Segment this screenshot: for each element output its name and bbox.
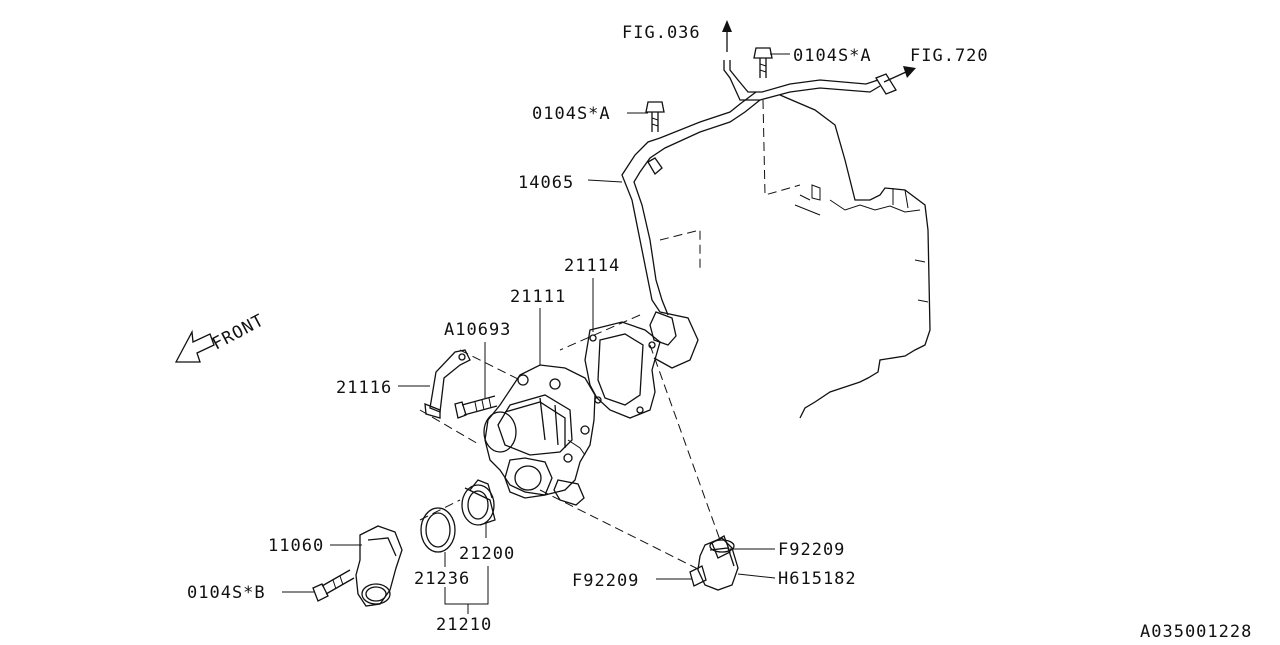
front-arrow-icon [174, 329, 215, 363]
label-clamp-f92209-upper: F92209 [778, 540, 845, 560]
label-thermostat-kit-21210: 21210 [436, 615, 492, 635]
label-gasket-21236: 21236 [414, 569, 470, 589]
thermostat-21200 [461, 479, 496, 526]
bracket-21116 [424, 349, 471, 419]
bolt-a10693 [454, 395, 498, 419]
label-water-pump-21111: 21111 [510, 287, 566, 307]
label-gasket-21114: 21114 [564, 256, 620, 276]
water-pump-21111 [483, 364, 596, 506]
label-pipe-14065: 14065 [518, 173, 574, 193]
label-bolt-a10693: A10693 [444, 320, 511, 340]
label-bolt-0104s-a-top: 0104S*A [793, 46, 872, 66]
label-bolt-0104s-a-mid: 0104S*A [532, 104, 611, 124]
bolt-0104s-a-mid [645, 101, 665, 132]
engine-block [779, 94, 931, 419]
thermostat-cover-11060 [355, 525, 403, 607]
label-thermostat-21200: 21200 [459, 544, 515, 564]
label-fig-036: FIG.036 [622, 23, 701, 43]
label-clamp-f92209-lower: F92209 [572, 571, 639, 591]
callout-leaders [282, 53, 790, 614]
bolt-0104s-a-top [753, 47, 773, 78]
label-front: FRONT [209, 310, 268, 354]
dashed-leaders [419, 99, 801, 571]
label-bracket-21116: 21116 [336, 378, 392, 398]
fig-720-arrow [883, 66, 916, 83]
label-bolt-0104s-b: 0104S*B [187, 583, 266, 603]
label-cover-11060: 11060 [268, 536, 324, 556]
hose-h615182 [697, 537, 739, 591]
clamp-f92209-upper [711, 535, 731, 559]
bolt-0104s-b [312, 569, 355, 602]
clamp-f92209-lower [689, 565, 707, 587]
label-drawing-id: A035001228 [1140, 622, 1252, 640]
coolant-pipe-14065 [621, 60, 897, 369]
gasket-21236 [420, 507, 456, 553]
label-hose-h615182: H615182 [778, 569, 857, 589]
gasket-21114 [584, 321, 661, 419]
fig-036-arrow [722, 20, 732, 52]
label-fig-720: FIG.720 [910, 46, 989, 66]
